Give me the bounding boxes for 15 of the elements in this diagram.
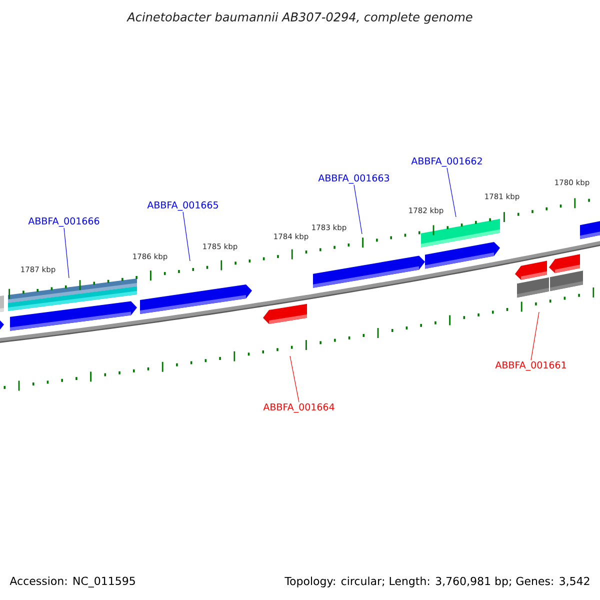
gene-label: ABBFA_001666: [28, 217, 100, 227]
footer-text: Topology: circular; Length: 3,760,981 bp; Genes: 3,542: [284, 576, 590, 588]
gene-label: ABBFA_001665: [147, 201, 218, 211]
leader-line: [530, 312, 540, 360]
leader-line: [290, 356, 300, 402]
gene-label: ABBFA_001663: [318, 174, 390, 184]
leader-line: [446, 168, 456, 218]
gene-label: ABBFA_001664: [263, 403, 334, 413]
leader-line: [64, 228, 70, 278]
gene-label: ABBFA_001661: [495, 361, 566, 371]
footer-text: Accession: NC_011595: [10, 576, 135, 588]
leader-line: [182, 212, 190, 262]
title: Acinetobacter baumannii AB307-0294, complete genome: [126, 12, 472, 24]
leader-line: [354, 184, 362, 234]
gene-label: ABBFA_001662: [411, 157, 482, 167]
